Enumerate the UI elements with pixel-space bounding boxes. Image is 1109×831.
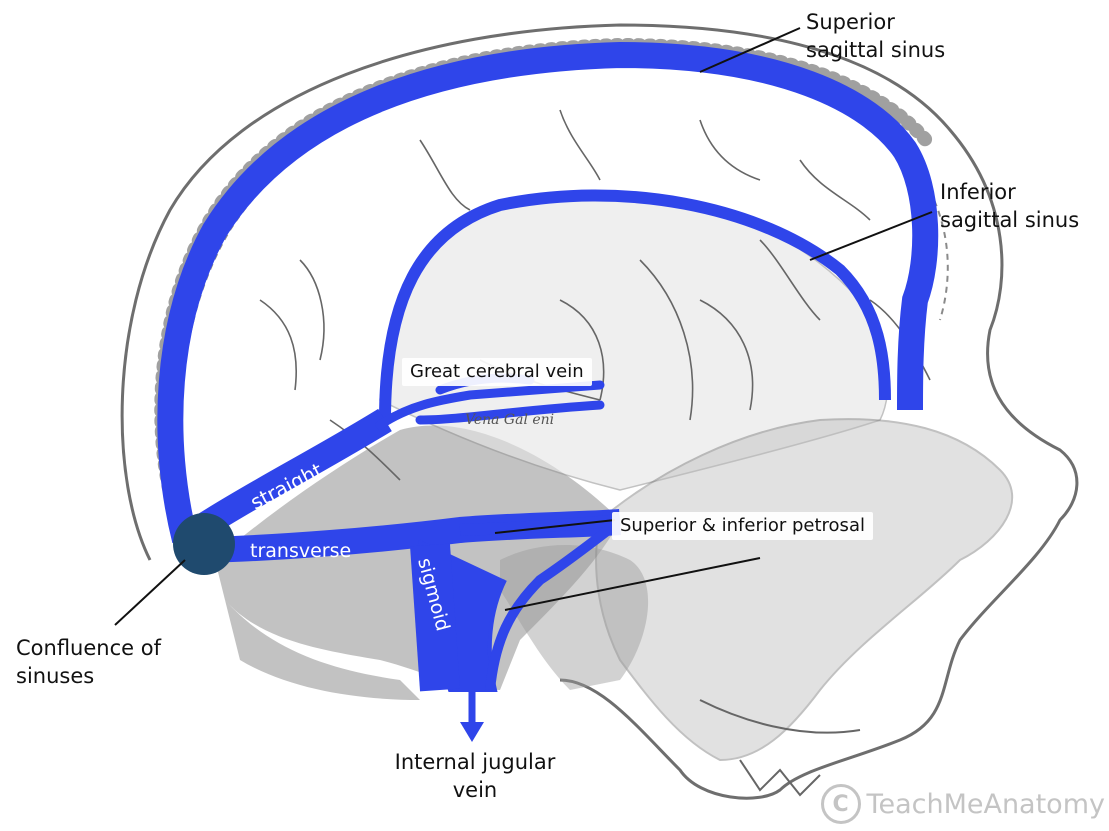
watermark: C TeachMeAnatomy (821, 784, 1105, 824)
confluence-of-sinuses (173, 513, 235, 575)
watermark-text: TeachMeAnatomy (867, 789, 1105, 820)
label-internal-jugular-vein: Internal jugular vein (380, 748, 570, 804)
temporal-bone (500, 545, 648, 690)
label-transverse: transverse (250, 540, 351, 562)
label-great-cerebral-vein: Great cerebral vein (402, 358, 592, 386)
jugular-arrow (460, 692, 484, 742)
label-inferior-sagittal-sinus: Inferior sagittal sinus (940, 178, 1079, 234)
engraving-text: Vena Gal eni (465, 412, 554, 428)
copyright-icon: C (821, 784, 861, 824)
label-confluence-of-sinuses: Confluence of sinuses (16, 634, 161, 690)
label-superior-sagittal-sinus: Superior sagittal sinus (806, 8, 945, 64)
label-petrosal: Superior & inferior petrosal (612, 512, 873, 540)
